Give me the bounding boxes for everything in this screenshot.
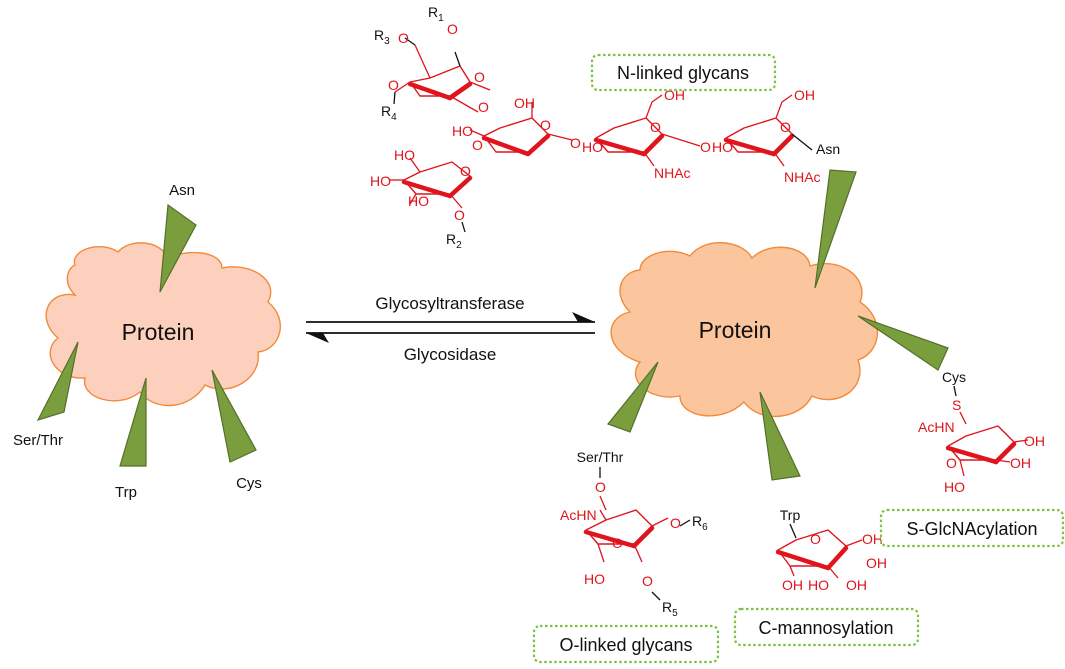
right-cys-label: Cys — [942, 369, 966, 385]
svg-text:OH: OH — [1010, 455, 1031, 471]
n-linked-glycans-label: N-linked glycans — [617, 63, 749, 83]
right-protein-label: Protein — [699, 317, 772, 343]
svg-text:O: O — [388, 77, 399, 93]
c-mannosylation-label: C-mannosylation — [758, 618, 893, 638]
right-protein-cloud — [610, 242, 879, 418]
glycosidase-label: Glycosidase — [404, 345, 497, 364]
svg-text:O: O — [650, 119, 661, 135]
svg-text:O: O — [454, 207, 465, 223]
svg-text:S: S — [952, 397, 961, 413]
svg-text:OH: OH — [782, 577, 803, 593]
svg-text:R6: R6 — [692, 513, 708, 533]
svg-text:HO: HO — [944, 479, 965, 495]
right-asn-cone — [814, 169, 857, 289]
svg-text:O: O — [612, 535, 623, 551]
n-linked-glycan: R1 R3 O O O R4 O O OH HO O O O HO HO HO … — [370, 4, 840, 251]
svg-text:R2: R2 — [446, 231, 462, 251]
svg-text:OH: OH — [846, 577, 867, 593]
svg-text:OH: OH — [866, 555, 887, 571]
svg-text:HO: HO — [452, 123, 473, 139]
svg-text:O: O — [810, 531, 821, 547]
svg-text:O: O — [780, 119, 791, 135]
reverse-arrow-head — [306, 333, 329, 343]
svg-text:R3: R3 — [374, 27, 390, 47]
svg-text:AcHN: AcHN — [560, 507, 597, 523]
right-asn-label: Asn — [816, 141, 840, 157]
right-ser-thr-label: Ser/Thr — [577, 449, 624, 465]
svg-text:HO: HO — [582, 139, 603, 155]
left-cys-label: Cys — [236, 475, 262, 492]
svg-text:O: O — [540, 117, 551, 133]
forward-arrow-head — [572, 312, 595, 322]
c-mannosylation: Trp O OH OH OH HO OH C-mannosylation — [733, 507, 920, 647]
glycosyltransferase-label: Glycosyltransferase — [375, 294, 524, 313]
svg-text:R4: R4 — [381, 103, 397, 123]
right-cys-cone — [857, 315, 949, 371]
svg-text:HO: HO — [370, 173, 391, 189]
svg-text:O: O — [478, 99, 489, 115]
svg-text:R5: R5 — [662, 599, 678, 619]
equilibrium-arrows: Glycosyltransferase Glycosidase — [306, 294, 595, 364]
svg-text:O: O — [460, 163, 471, 179]
svg-text:O: O — [447, 21, 458, 37]
right-ser-thr-cone — [607, 361, 659, 433]
svg-text:O: O — [700, 139, 711, 155]
o-linked-glycan: Ser/Thr O AcHN O O R6 HO O R5 O-linked g… — [532, 449, 720, 664]
right-trp-label: Trp — [780, 507, 801, 523]
left-protein: Protein Asn Ser/Thr Trp Cys — [13, 182, 282, 501]
svg-text:O: O — [670, 515, 681, 531]
c-mannosylation-box — [733, 607, 920, 647]
svg-text:O: O — [398, 30, 409, 46]
svg-text:HO: HO — [808, 577, 829, 593]
svg-text:HO: HO — [712, 139, 733, 155]
svg-text:O: O — [570, 135, 581, 151]
svg-text:OH: OH — [794, 87, 815, 103]
svg-text:OH: OH — [1024, 433, 1045, 449]
s-glcnacylation: Cys S AcHN O OH OH HO S-GlcNAcylation — [879, 369, 1065, 548]
svg-text:AcHN: AcHN — [918, 419, 955, 435]
s-glcnacylation-box — [879, 508, 1065, 548]
left-ser-thr-cone — [36, 341, 79, 421]
svg-text:O: O — [595, 479, 606, 495]
o-linked-glycans-label: O-linked glycans — [559, 635, 692, 655]
svg-text:R1: R1 — [428, 4, 444, 24]
right-trp-cone — [759, 391, 801, 481]
left-asn-cone — [159, 203, 197, 293]
svg-text:OH: OH — [514, 95, 535, 111]
left-trp-cone — [119, 377, 147, 467]
o-linked-glycans-box — [532, 624, 720, 664]
svg-text:HO: HO — [584, 571, 605, 587]
svg-text:O: O — [642, 573, 653, 589]
n-linked-glycans-box — [590, 53, 777, 92]
s-glcnacylation-label: S-GlcNAcylation — [906, 519, 1037, 539]
svg-text:O: O — [472, 137, 483, 153]
svg-text:HO: HO — [408, 193, 429, 209]
svg-text:NHAc: NHAc — [784, 169, 821, 185]
left-ser-thr-label: Ser/Thr — [13, 432, 63, 449]
left-asn-label: Asn — [169, 182, 195, 199]
right-protein: Protein — [607, 169, 949, 481]
svg-text:OH: OH — [862, 531, 883, 547]
left-cys-cone — [211, 369, 257, 463]
left-trp-label: Trp — [115, 484, 137, 501]
left-protein-label: Protein — [122, 319, 195, 345]
svg-text:O: O — [946, 455, 957, 471]
svg-text:O: O — [474, 69, 485, 85]
svg-text:NHAc: NHAc — [654, 165, 691, 181]
svg-text:HO: HO — [394, 147, 415, 163]
